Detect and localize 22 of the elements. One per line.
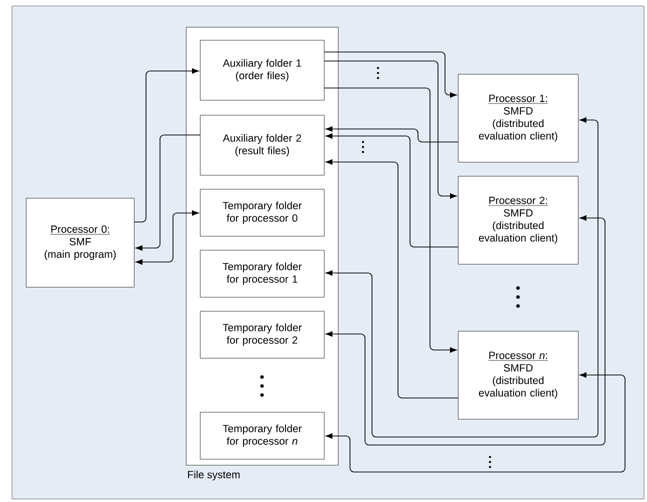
processor-box: Processor 0: SMF (main program) <box>26 198 134 288</box>
arrow <box>326 126 458 142</box>
arrow <box>136 210 199 265</box>
folder-box: Temporary folder for processor 2 <box>200 311 324 358</box>
folder-box: Temporary folder for processor 0 <box>200 189 324 236</box>
processor-box: Processor 2: SMFD (distributed evaluation client) <box>458 176 578 264</box>
folder-box: Temporary folder for processor n <box>200 412 324 460</box>
arrow <box>326 133 458 248</box>
arrow <box>326 159 458 398</box>
arrow <box>326 372 626 472</box>
arrow <box>136 134 200 251</box>
arrow <box>324 52 457 98</box>
processor-box: Processor 1: SMFD (distributed evaluation client) <box>458 74 578 162</box>
folder-box: Temporary folder for processor 1 <box>200 250 324 298</box>
arrow <box>326 117 598 438</box>
folder-box: Auxiliary folder 1 (order files) <box>200 40 324 100</box>
arrow <box>324 88 457 353</box>
processor-box: Processor n: SMFD (distributed evaluation client) <box>458 331 578 420</box>
arrow <box>326 215 606 446</box>
node-label: File system <box>188 470 240 480</box>
arrow <box>324 60 457 199</box>
folder-box: Auxiliary folder 2 (result files) <box>200 115 324 176</box>
